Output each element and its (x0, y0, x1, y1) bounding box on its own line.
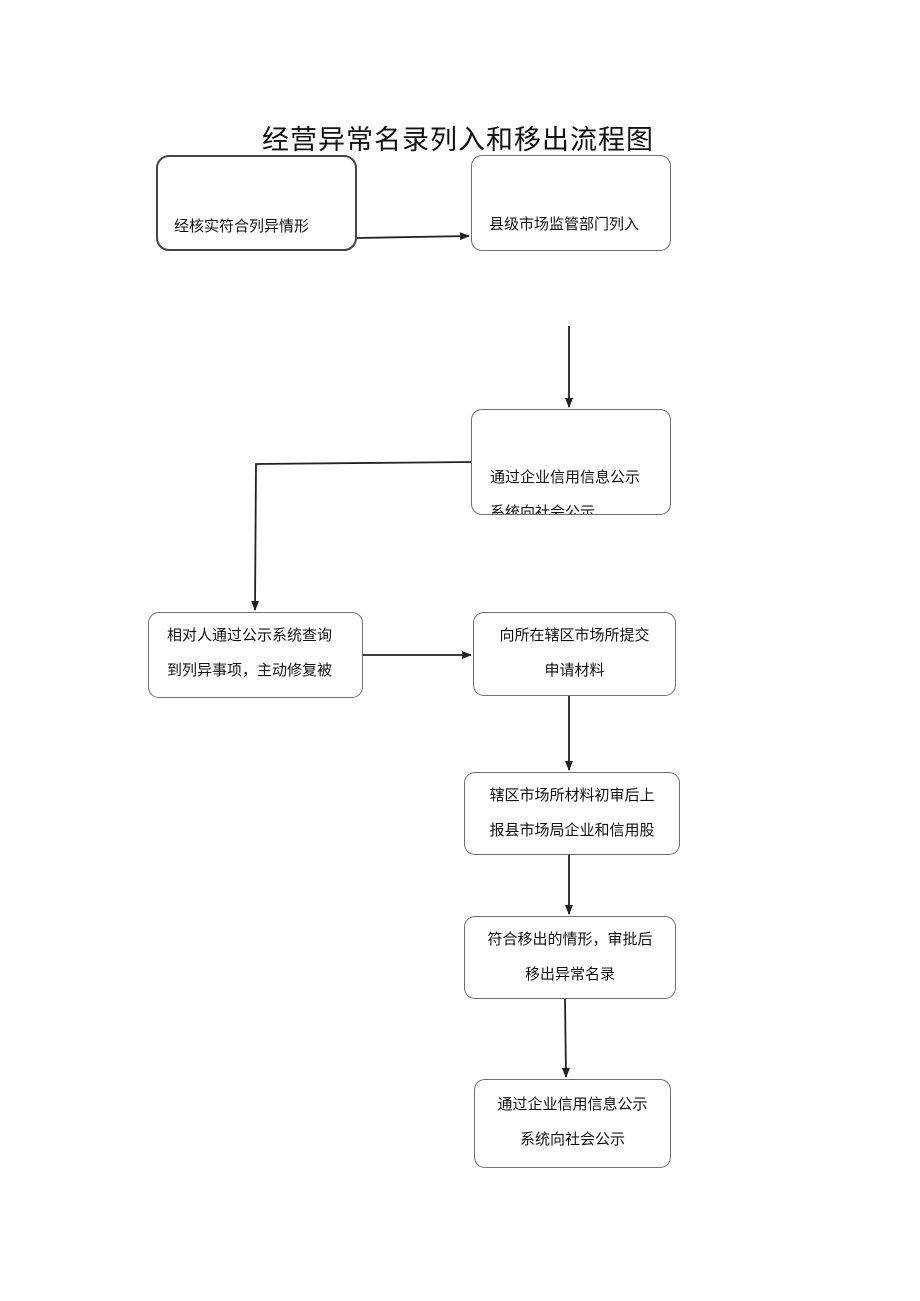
node-county-listing-label: 县级市场监管部门列入 (489, 215, 640, 233)
node-public-notice-removal-label: 通过企业信用信息公示 系统向社会公示 (497, 1095, 648, 1148)
node-verified-conditions: 经核实符合列异情形 (156, 155, 357, 251)
node-county-listing: 县级市场监管部门列入 (471, 155, 671, 251)
node-submit-application: 向所在辖区市场所提交 申请材料 (473, 612, 676, 696)
arrow-n1-n2 (356, 232, 470, 241)
node-preliminary-review: 辖区市场所材料初审后上 报县市场局企业和信用股 (464, 772, 680, 855)
node-party-remedy: 相对人通过公示系统查询 到列异事项，主动修复被 列异事项 (148, 612, 363, 698)
node-party-remedy-label: 相对人通过公示系统查询 到列异事项，主动修复被 列异事项 (167, 626, 333, 697)
arrow-n7-n8 (561, 998, 570, 1078)
node-verified-conditions-label: 经核实符合列异情形 (174, 217, 310, 235)
arrow-n3-n4 (251, 461, 473, 611)
node-public-notice-listing-label: 通过企业信用信息公示 系统向社会公示 (490, 468, 641, 515)
page-title: 经营异常名录列入和移出流程图 (262, 125, 654, 156)
node-approve-removal-label: 符合移出的情形，审批后 移出异常名录 (487, 930, 653, 983)
node-preliminary-review-label: 辖区市场所材料初审后上 报县市场局企业和信用股 (489, 786, 655, 839)
node-public-notice-removal: 通过企业信用信息公示 系统向社会公示 (474, 1079, 671, 1168)
node-public-notice-listing: 通过企业信用信息公示 系统向社会公示 (471, 409, 671, 515)
node-submit-application-label: 向所在辖区市场所提交 申请材料 (499, 626, 650, 679)
node-approve-removal: 符合移出的情形，审批后 移出异常名录 (464, 916, 676, 999)
